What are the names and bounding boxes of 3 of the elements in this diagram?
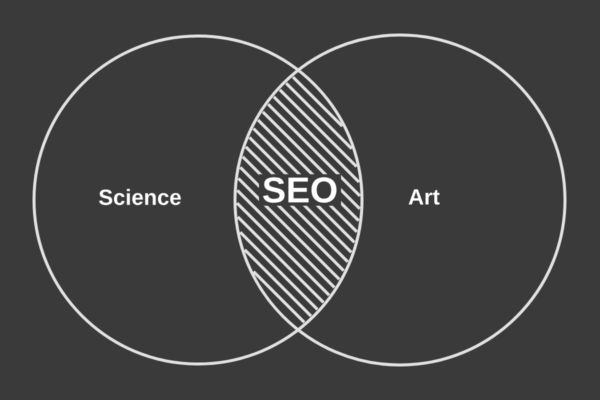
circle-label: Science [99, 188, 181, 206]
overlap-label: SEO [259, 174, 342, 206]
circle-label: Art [408, 189, 440, 205]
